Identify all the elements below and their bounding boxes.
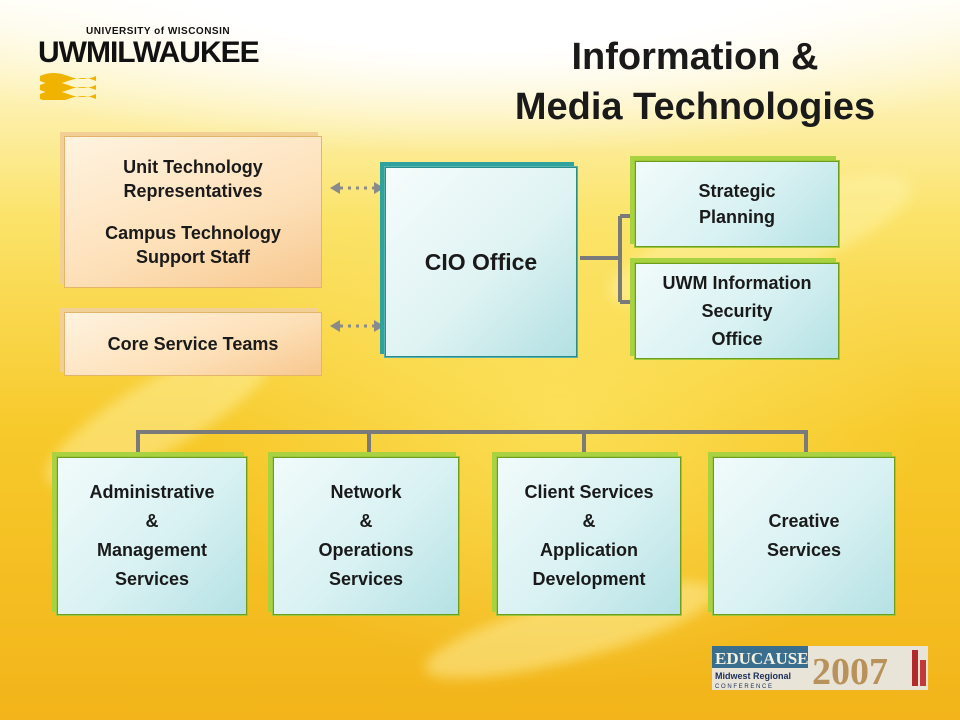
slide-title: Information & Media Technologies [470,32,920,132]
logo-wave-icon [40,73,96,100]
educause-2007-logo: EDUCAUSE Midwest Regional C O N F E R E … [712,646,928,690]
educause-year-text: 2007 [812,651,888,690]
creative-services-label: Creative Services [766,511,842,560]
security-office-label: UWM Information Security Office [662,273,812,349]
network-operations-box: Network & Operations Services [272,456,460,616]
logo-main-text: UWMILWAUKEE [38,36,260,69]
admin-management-label: Administrative & Management Services [89,482,215,589]
arrowhead-left-lower [330,320,340,332]
unit-technology-box: Unit Technology Representatives Campus T… [64,136,322,288]
title-line-2: Media Technologies [514,86,876,128]
cio-office-box: CIO Office [384,166,578,358]
arrowhead-right-lower [374,320,384,332]
client-services-box: Client Services & Application Developmen… [496,456,682,616]
unit-technology-label: Unit Technology Representatives [123,157,263,201]
educause-conference-text: C O N F E R E N C E [715,684,772,690]
network-operations-label: Network & Operations Services [318,482,414,589]
campus-technology-label: Campus Technology Support Staff [105,223,281,267]
skyline-icon [920,660,926,686]
strategic-planning-label: Strategic Planning [698,181,776,227]
core-service-label: Core Service Teams [107,333,279,354]
arrowhead-left-upper [330,182,340,194]
educause-text: EDUCAUSE [715,649,809,668]
uwm-logo: UNIVERSITY of WISCONSIN UWMILWAUKEE [38,26,260,100]
educause-midwest-text: Midwest Regional [715,671,791,681]
title-line-1: Information & [571,36,819,78]
core-service-teams-box: Core Service Teams [64,312,322,376]
strategic-planning-box: Strategic Planning [634,160,840,248]
logo-university-text: UNIVERSITY of WISCONSIN [86,26,231,37]
cio-office-label: CIO Office [424,248,538,275]
admin-management-box: Administrative & Management Services [56,456,248,616]
cio-right-connector [580,214,636,304]
creative-services-box: Creative Services [712,456,896,616]
skyline-icon [912,650,918,686]
arrowhead-right-upper [374,182,384,194]
client-services-label: Client Services & Application Developmen… [524,482,654,589]
security-office-box: UWM Information Security Office [634,262,840,360]
